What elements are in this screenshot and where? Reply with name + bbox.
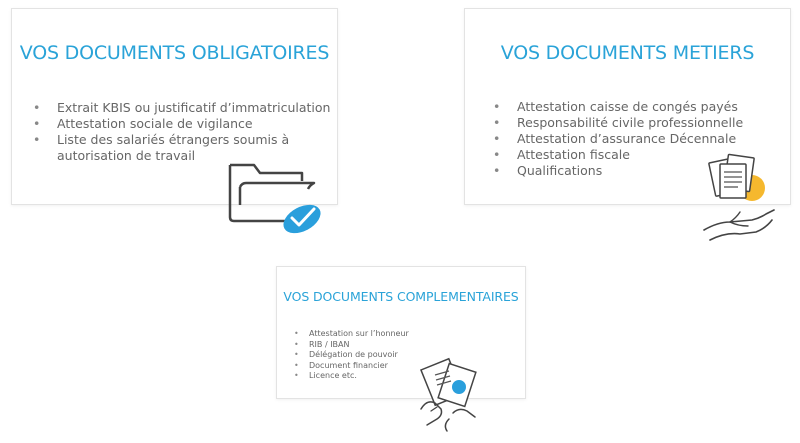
card-title-mandatory: VOS DOCUMENTS OBLIGATOIRES: [19, 42, 330, 64]
documents-in-hand-icon: [700, 152, 780, 247]
card-title-complementary: VOS DOCUMENTS COMPLEMENTAIRES: [283, 289, 519, 304]
list-item: Responsabilité civile professionnelle: [493, 115, 777, 131]
list-item: Extrait KBIS ou justificatif d’immatricu…: [33, 100, 332, 116]
list-item: Document financier: [294, 361, 509, 372]
business-documents-list: Attestation caisse de congés payés Respo…: [493, 99, 777, 179]
list-item: Délégation de pouvoir: [294, 350, 509, 361]
list-item: Attestation fiscale: [493, 147, 777, 163]
card-complementary-documents: VOS DOCUMENTS COMPLEMENTAIRES Attestatio…: [276, 266, 526, 399]
list-item: Qualifications: [493, 163, 777, 179]
list-item: Attestation sur l’honneur: [294, 329, 509, 340]
list-item: RIB / IBAN: [294, 340, 509, 351]
card-mandatory-documents: VOS DOCUMENTS OBLIGATOIRES Extrait KBIS …: [11, 8, 338, 205]
list-item: Attestation d’assurance Décennale: [493, 131, 777, 147]
list-item: Attestation caisse de congés payés: [493, 99, 777, 115]
list-item: Liste des salariés étrangers soumis à au…: [33, 132, 332, 164]
papers-exchange-icon: [413, 353, 488, 433]
complementary-documents-list: Attestation sur l’honneur RIB / IBAN Dél…: [294, 329, 509, 382]
card-title-business: VOS DOCUMENTS METIERS: [500, 42, 755, 64]
folder-check-icon: [224, 157, 324, 237]
list-item: Attestation sociale de vigilance: [33, 116, 332, 132]
list-item: Licence etc.: [294, 371, 509, 382]
mandatory-documents-list: Extrait KBIS ou justificatif d’immatricu…: [33, 100, 332, 164]
